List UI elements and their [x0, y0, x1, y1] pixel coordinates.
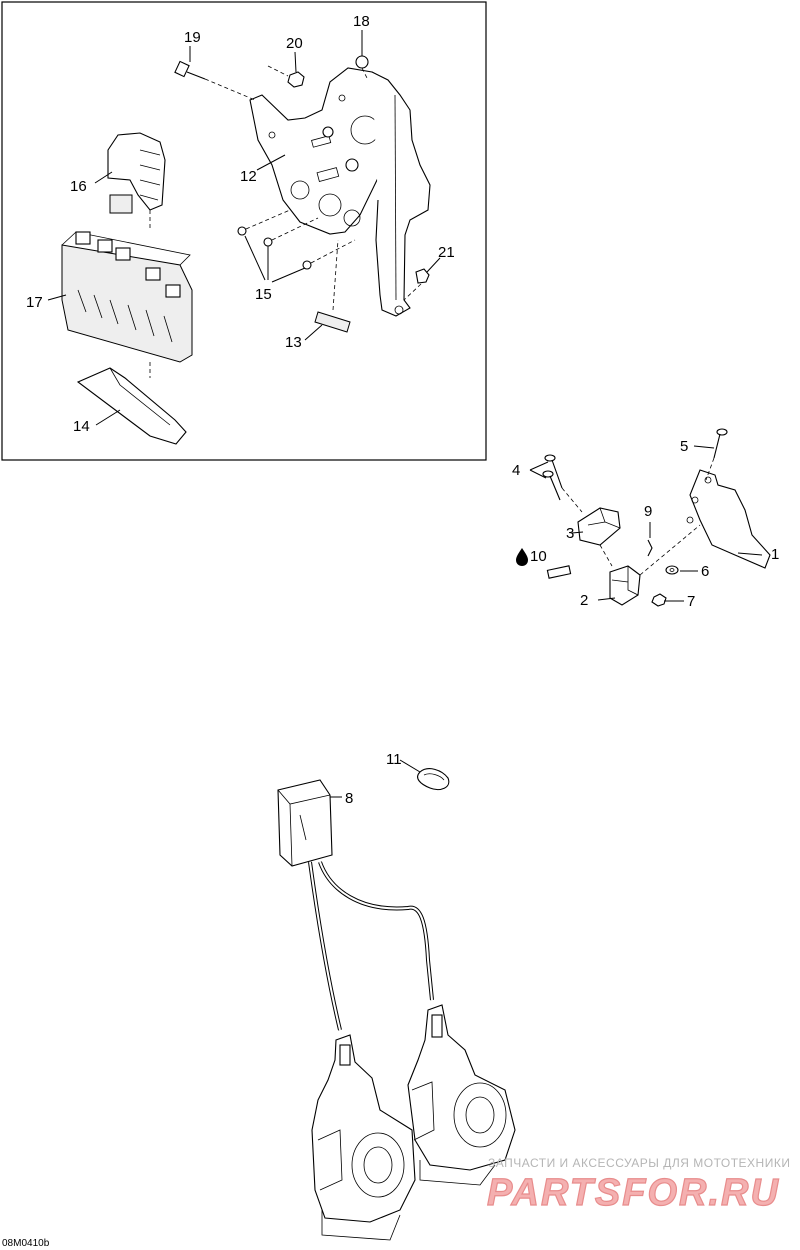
inset-frame — [1, 1, 487, 461]
clip-part-9 — [647, 539, 653, 557]
carburetor-right — [407, 1004, 516, 1186]
ring-part-11 — [417, 768, 450, 791]
carburetor-left — [311, 1034, 416, 1241]
callout-21: 21 — [438, 244, 455, 261]
mounting-plate-part-12 — [249, 67, 386, 235]
callout-9: 9 — [644, 503, 652, 520]
diagram-code: 08M0410b — [2, 1238, 50, 1249]
callout-8: 8 — [345, 790, 353, 807]
callout-6: 6 — [701, 563, 709, 580]
cable-clamp-part-2 — [609, 565, 641, 606]
callout-10: 10 — [530, 548, 547, 565]
fuse-box-part-17 — [61, 231, 193, 378]
cable-housing-part-3 — [577, 507, 621, 567]
callout-5: 5 — [680, 438, 688, 455]
washer-part-6 — [665, 565, 679, 575]
tray-part-14 — [76, 367, 187, 445]
screw-part-21 — [403, 268, 430, 301]
pad-part-13 — [314, 239, 351, 333]
callout-19: 19 — [184, 29, 201, 46]
watermark-subtitle: ЗАПЧАСТИ И АКСЕССУАРЫ ДЛЯ МОТОТЕХНИКИ — [488, 1156, 790, 1170]
callout-16: 16 — [70, 178, 87, 195]
watermark: ЗАПЧАСТИ И АКСЕССУАРЫ ДЛЯ МОТОТЕХНИКИ PA… — [486, 1156, 790, 1215]
callout-2: 2 — [580, 592, 588, 609]
callout-14: 14 — [73, 418, 90, 435]
callout-3: 3 — [566, 525, 574, 542]
callout-15: 15 — [255, 286, 272, 303]
callout-labels: 19 20 18 16 12 17 15 21 13 14 5 4 3 9 1 … — [26, 13, 779, 807]
watermark-logo: PARTSFOR.RU — [487, 1172, 780, 1214]
junction-box-part-8 — [277, 779, 333, 867]
callout-13: 13 — [285, 334, 302, 351]
callout-4: 4 — [512, 462, 520, 479]
screws-part-4 — [542, 454, 583, 513]
callout-20: 20 — [286, 35, 303, 52]
callout-1: 1 — [771, 546, 779, 563]
pin-part-5 — [705, 428, 728, 481]
nut-part-7 — [651, 593, 667, 607]
fasteners-part-15 — [237, 209, 356, 270]
throttle-cable — [288, 565, 572, 1031]
oil-drop-icon — [516, 548, 528, 566]
callout-18: 18 — [353, 13, 370, 30]
leader-lines — [47, 30, 763, 798]
callout-7: 7 — [687, 593, 695, 610]
connector-clip-part-16 — [107, 132, 166, 230]
callout-17: 17 — [26, 294, 43, 311]
bolt-part-19 — [174, 60, 256, 101]
callout-11: 11 — [386, 751, 402, 768]
lever-bracket-part-1 — [686, 469, 771, 569]
callout-12: 12 — [240, 168, 257, 185]
bracket-arm-part-18 — [355, 55, 431, 317]
nut-part-20 — [267, 65, 305, 88]
